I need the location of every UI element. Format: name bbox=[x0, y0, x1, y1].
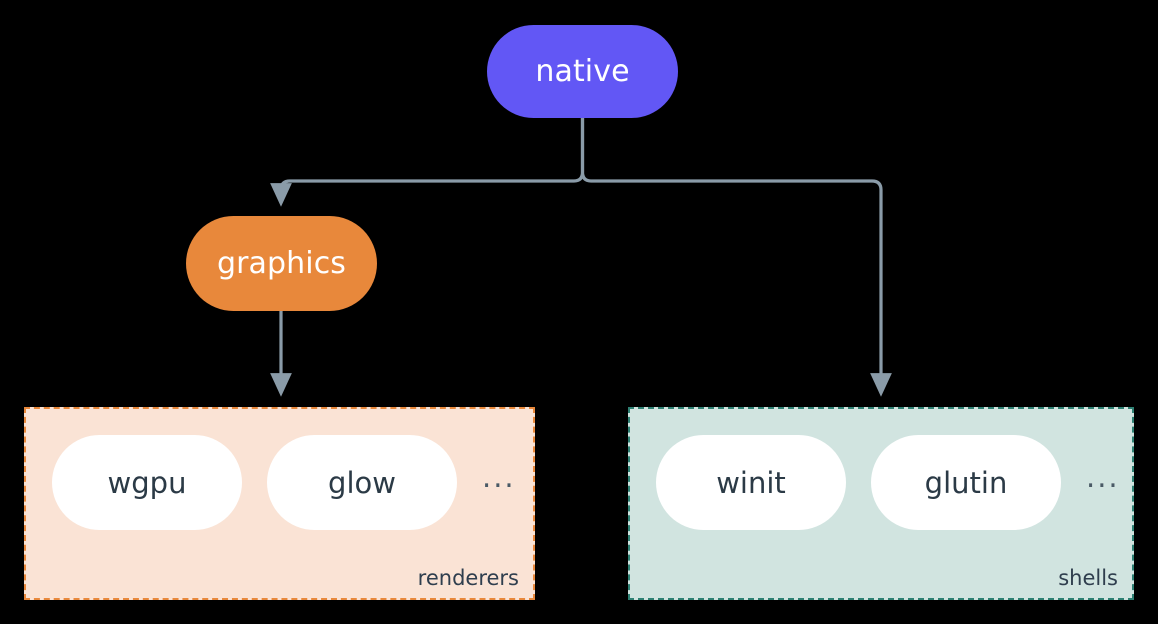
group-renderers-label: renderers bbox=[417, 566, 519, 590]
leaf-glutin[interactable]: glutin bbox=[871, 435, 1061, 530]
group-shells: winit glutin ... shells bbox=[628, 407, 1134, 600]
leaf-winit[interactable]: winit bbox=[656, 435, 846, 530]
shells-overflow-ellipsis: ... bbox=[1086, 460, 1120, 494]
group-shells-label: shells bbox=[1058, 566, 1118, 590]
node-graphics-label: graphics bbox=[216, 246, 347, 281]
leaf-winit-label: winit bbox=[716, 465, 786, 500]
edge-native-to-shells bbox=[580, 116, 892, 397]
leaf-wgpu[interactable]: wgpu bbox=[52, 435, 242, 530]
leaf-glow[interactable]: glow bbox=[267, 435, 457, 530]
node-native-label: native bbox=[535, 54, 630, 89]
group-renderers: wgpu glow ... renderers bbox=[24, 407, 535, 600]
node-native[interactable]: native bbox=[487, 25, 678, 118]
leaf-wgpu-label: wgpu bbox=[107, 465, 187, 500]
renderers-item-row: wgpu glow ... bbox=[52, 435, 516, 530]
edge-native-trunk bbox=[270, 116, 585, 207]
leaf-glutin-label: glutin bbox=[924, 465, 1008, 500]
node-graphics[interactable]: graphics bbox=[186, 216, 377, 311]
renderers-overflow-ellipsis: ... bbox=[482, 460, 516, 494]
shells-item-row: winit glutin ... bbox=[656, 435, 1120, 530]
leaf-glow-label: glow bbox=[328, 465, 396, 500]
